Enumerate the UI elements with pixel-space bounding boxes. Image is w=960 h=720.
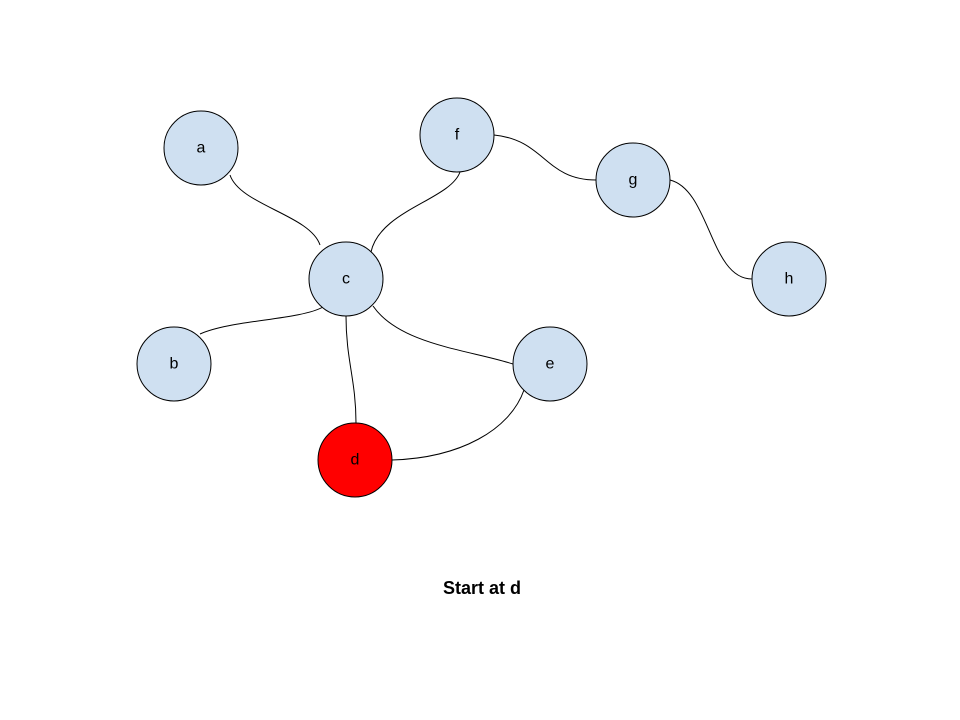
edge-g-h	[669, 179, 753, 280]
node-c: c	[308, 241, 384, 317]
node-label-h: h	[785, 271, 794, 288]
node-label-g: g	[629, 172, 638, 189]
edge-b-c	[199, 306, 324, 335]
node-circle-c	[308, 241, 384, 317]
node-d: d	[317, 422, 393, 498]
node-label-b: b	[170, 356, 179, 373]
node-circle-f	[419, 97, 495, 173]
node-g: g	[595, 142, 671, 218]
node-label-a: a	[197, 140, 206, 157]
node-label-d: d	[351, 452, 360, 469]
node-f: f	[419, 97, 495, 173]
node-label-e: e	[546, 356, 555, 373]
node-circle-g	[595, 142, 671, 218]
node-circle-d	[317, 422, 393, 498]
node-e: e	[512, 326, 588, 402]
node-label-c: c	[342, 271, 350, 288]
node-circle-b	[136, 326, 212, 402]
edge-e-d	[391, 389, 525, 461]
edge-c-e	[372, 305, 514, 365]
edge-f-g	[493, 134, 597, 181]
node-h: h	[751, 241, 827, 317]
edges-layer	[199, 134, 753, 461]
nodes-layer: a b c d e f g h	[136, 97, 827, 498]
node-circle-h	[751, 241, 827, 317]
node-circle-e	[512, 326, 588, 402]
node-label-f: f	[455, 127, 460, 144]
node-a: a	[163, 110, 239, 186]
edge-a-c	[229, 174, 321, 246]
diagram-caption: Start at d	[442, 578, 521, 598]
node-circle-a	[163, 110, 239, 186]
edge-c-d	[345, 315, 357, 424]
node-b: b	[136, 326, 212, 402]
edge-f-c	[370, 171, 461, 253]
